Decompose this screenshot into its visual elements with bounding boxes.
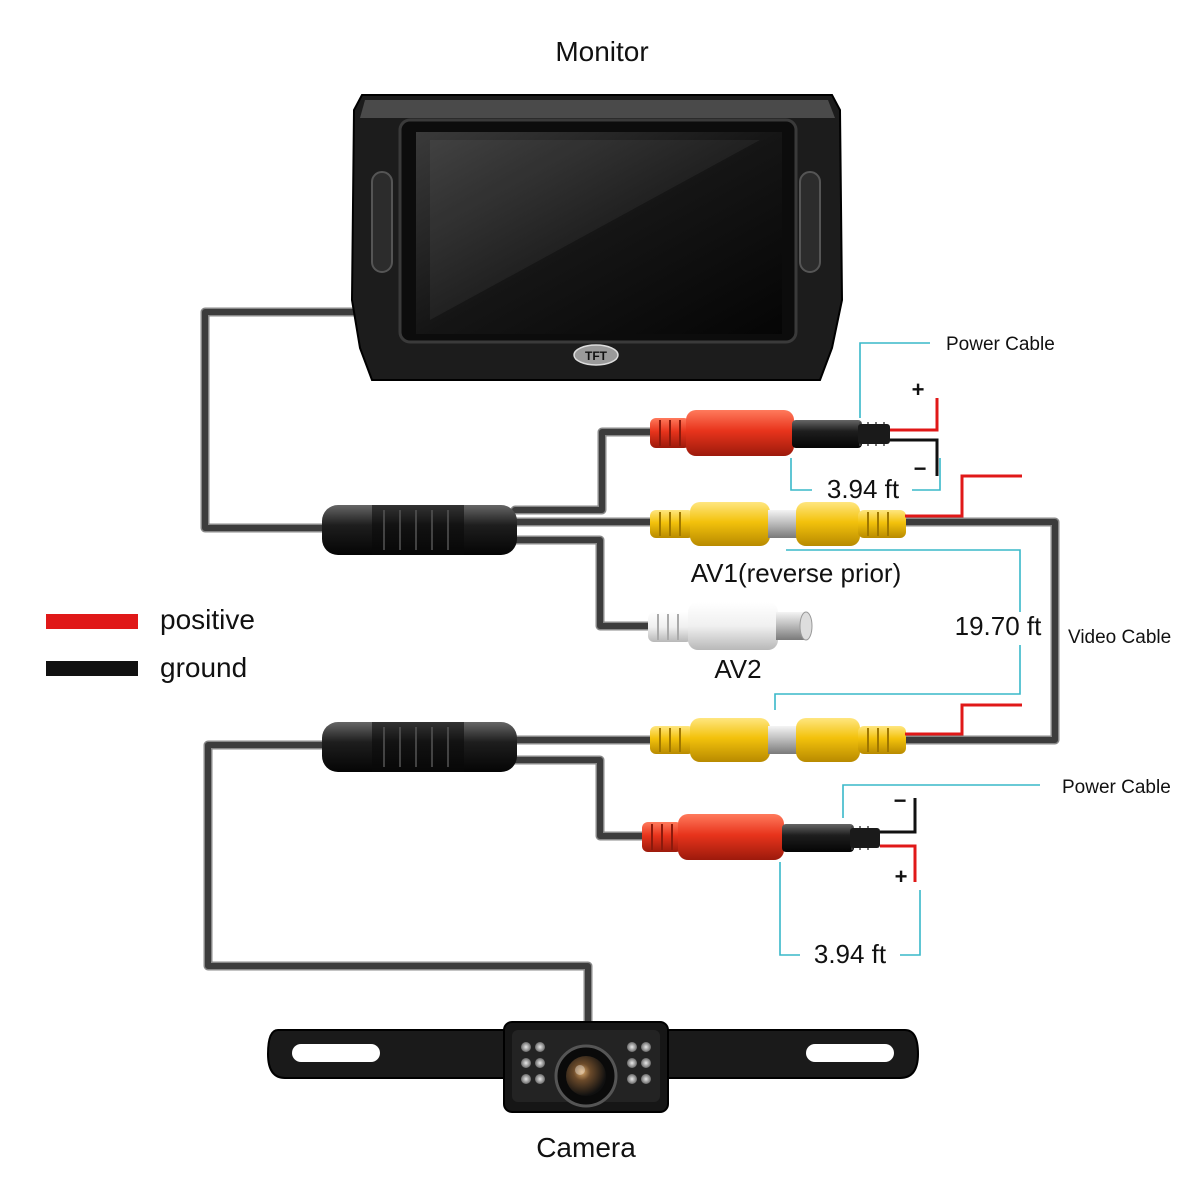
legend-ground-swatch bbox=[46, 661, 138, 676]
length-top-label: 3.94 ft bbox=[827, 474, 900, 504]
video-cable-label: Video Cable bbox=[1068, 627, 1171, 648]
length-video-label: 19.70 ft bbox=[955, 611, 1043, 641]
camera-cable-connector bbox=[322, 722, 517, 772]
cables bbox=[200, 307, 1060, 1030]
legend-positive-swatch bbox=[46, 614, 138, 629]
av2-label: AV2 bbox=[714, 654, 761, 684]
dimension-lines bbox=[774, 342, 1040, 956]
legend: positive ground bbox=[46, 604, 255, 683]
ir-leds bbox=[521, 1042, 651, 1084]
legend-positive-label: positive bbox=[160, 604, 255, 635]
legend-ground-label: ground bbox=[160, 652, 247, 683]
monitor-screen bbox=[416, 132, 782, 334]
plus-sign-bottom: + bbox=[895, 864, 908, 889]
plus-sign-top: + bbox=[912, 377, 925, 402]
monitor: TFT bbox=[350, 94, 844, 381]
power-cable-bottom-label: Power Cable bbox=[1062, 777, 1171, 798]
bottom-video-rca bbox=[650, 718, 906, 762]
av1-label: AV1(reverse prior) bbox=[691, 558, 901, 588]
av2-white-rca bbox=[648, 602, 813, 650]
tft-badge-text: TFT bbox=[585, 349, 608, 363]
top-video-rca bbox=[650, 502, 906, 546]
top-power-plug bbox=[650, 410, 890, 456]
monitor-cable-connector bbox=[322, 505, 517, 555]
power-cable-top-label: Power Cable bbox=[946, 334, 1055, 355]
minus-sign-top: − bbox=[914, 456, 927, 481]
bottom-power-plug bbox=[642, 814, 880, 860]
power-leads bbox=[880, 398, 1022, 882]
length-bottom-label: 3.94 ft bbox=[814, 939, 887, 969]
monitor-label: Monitor bbox=[555, 36, 648, 67]
tft-badge bbox=[573, 344, 619, 366]
minus-sign-bottom: − bbox=[894, 788, 907, 813]
camera bbox=[266, 1021, 920, 1113]
camera-label: Camera bbox=[536, 1132, 636, 1163]
